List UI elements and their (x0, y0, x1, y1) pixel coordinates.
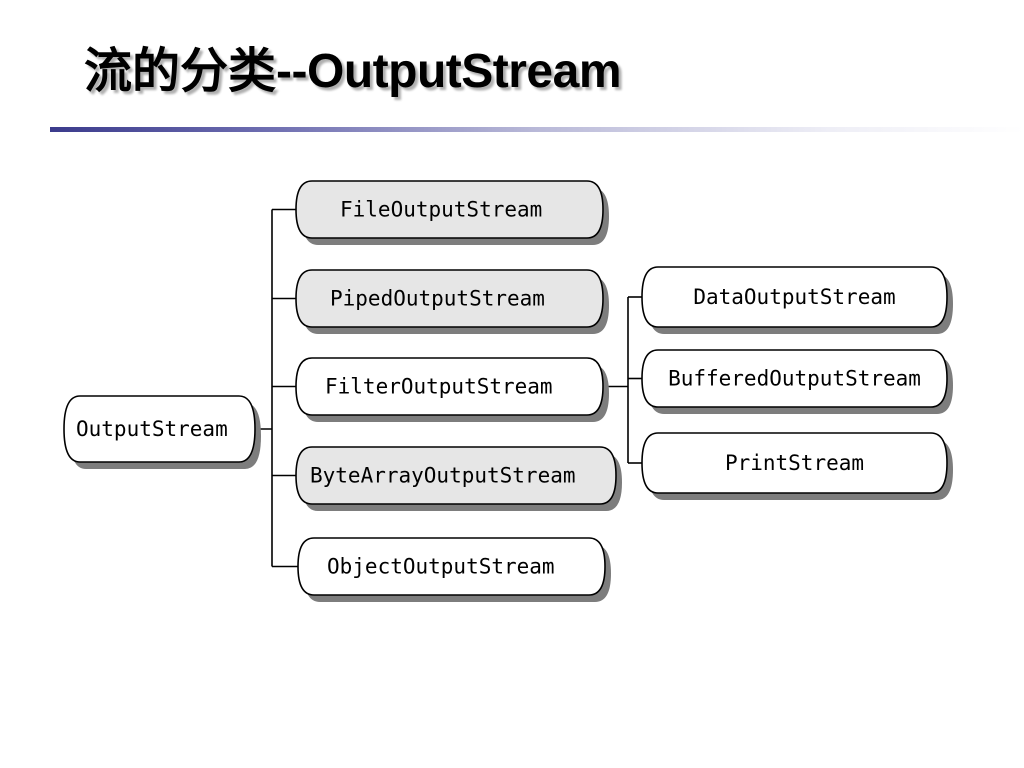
node-file-output-stream: FileOutputStream (295, 180, 609, 245)
node-object-output-stream: ObjectOutputStream (297, 537, 611, 602)
node-box (641, 349, 948, 408)
node-box (297, 537, 606, 596)
node-label: OutputStream (76, 417, 228, 441)
node-label: ByteArrayOutputStream (310, 464, 576, 488)
diagram-nodes: OutputStream FileOutputStreamPipedOutputS… (63, 180, 953, 602)
node-output-stream: OutputStream (63, 395, 261, 469)
node-data-output-stream: DataOutputStream (641, 266, 953, 334)
title-underline (50, 127, 1024, 132)
node-print-stream: PrintStream (641, 432, 953, 500)
slide-title-chinese: 流的分类 (84, 43, 277, 99)
node-label: DataOutputStream (693, 285, 895, 309)
node-label: BufferedOutputStream (668, 367, 921, 391)
node-box (63, 395, 256, 463)
node-box (295, 357, 604, 416)
node-box (295, 446, 617, 505)
node-box (295, 180, 604, 239)
node-label: FilterOutputStream (325, 375, 553, 399)
node-byte-array-output-stream: ByteArrayOutputStream (295, 446, 622, 511)
node-box (641, 432, 948, 494)
slide-title: 流的分类--OutputStream (84, 34, 622, 108)
node-filter-output-stream: FilterOutputStream (295, 357, 609, 422)
node-piped-output-stream: PipedOutputStream (295, 269, 609, 334)
node-label: ObjectOutputStream (327, 555, 555, 579)
node-label: PipedOutputStream (330, 287, 545, 311)
node-label: PrintStream (725, 451, 864, 475)
node-box (295, 269, 604, 328)
node-label: FileOutputStream (340, 198, 542, 222)
connector-lines (255, 208, 642, 568)
node-buffered-output-stream: BufferedOutputStream (641, 349, 953, 414)
node-box (641, 266, 948, 328)
slide-title-english: OutputStream (306, 45, 622, 98)
slide-title-separator: -- (276, 45, 307, 98)
